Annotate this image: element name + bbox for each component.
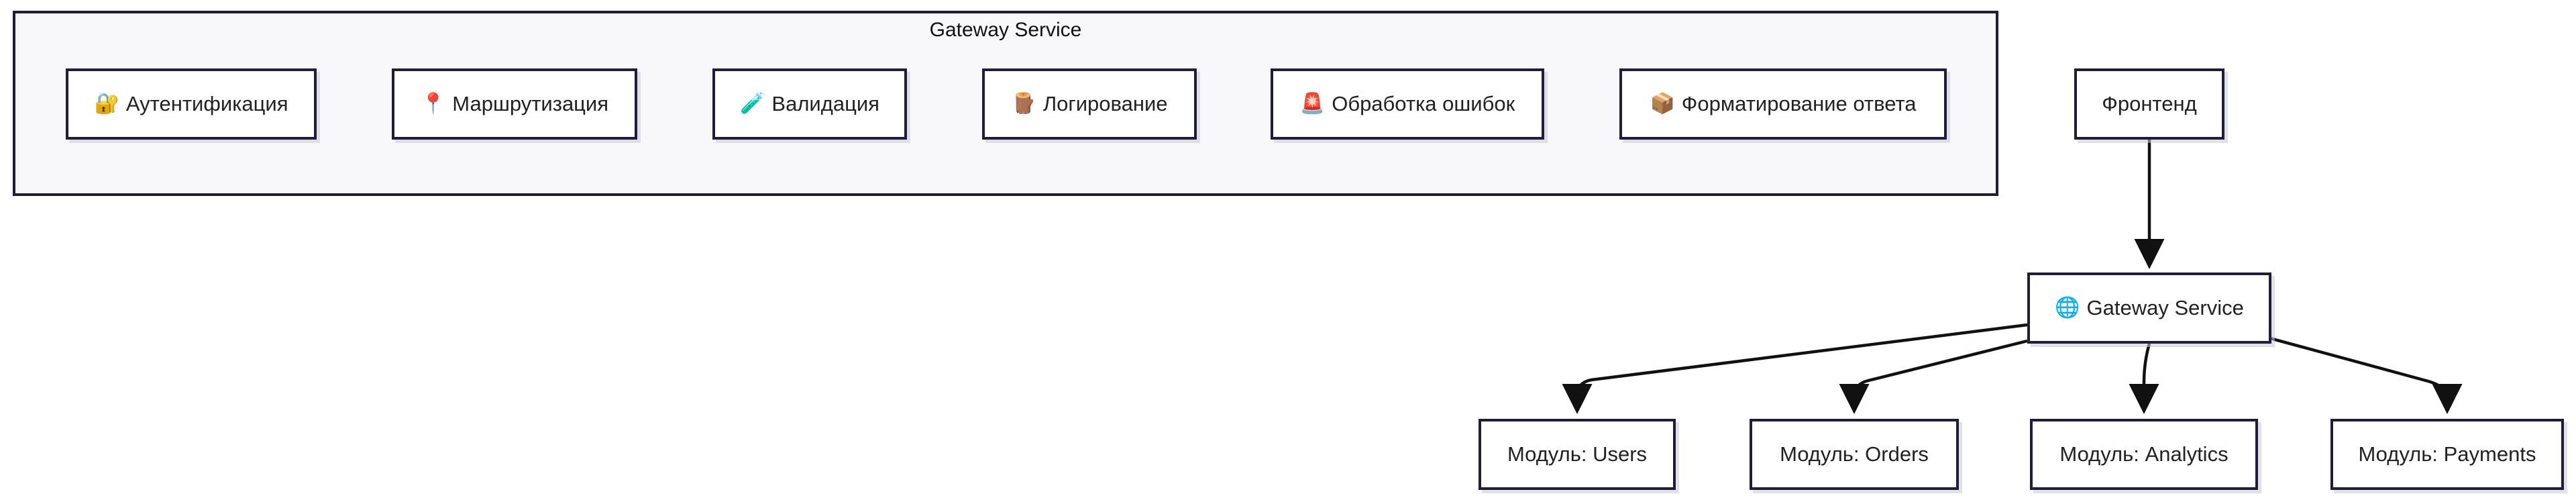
log-icon: 🪵 — [1011, 92, 1036, 115]
node-validation: 🧪 Валидация — [712, 68, 907, 140]
node-label: Логирование — [1042, 92, 1168, 115]
node-routing: 📍 Маршрутизация — [392, 68, 637, 140]
node-label: Форматирование ответа — [1681, 92, 1917, 115]
node-module-orders: Модуль: Orders — [1750, 419, 1959, 490]
node-label: Модуль: Orders — [1780, 442, 1929, 466]
edge-gateway-orders — [1839, 339, 2028, 414]
edge-gateway-analytics — [2129, 343, 2159, 414]
node-error-handling: 🚨 Обработка ошибок — [1271, 68, 1544, 140]
node-label: Обработка ошибок — [1332, 92, 1515, 115]
node-module-users: Модуль: Users — [1479, 419, 1676, 490]
node-module-analytics: Модуль: Analytics — [2030, 419, 2258, 490]
node-module-payments: Модуль: Payments — [2330, 419, 2564, 490]
node-label: Аутентификация — [125, 92, 288, 115]
package-icon: 📦 — [1650, 92, 1675, 115]
node-logging: 🪵 Логирование — [982, 68, 1197, 140]
test-tube-icon: 🧪 — [740, 92, 765, 115]
node-label: Модуль: Analytics — [2059, 442, 2229, 466]
node-label: Валидация — [771, 92, 879, 115]
lock-key-icon: 🔐 — [94, 92, 119, 115]
cluster-title: Gateway Service — [929, 19, 1082, 41]
siren-icon: 🚨 — [1299, 92, 1326, 115]
node-response-formatting: 📦 Форматирование ответа — [1619, 68, 1947, 140]
edge-gateway-payments — [2269, 336, 2463, 414]
node-gateway-service: 🌐 Gateway Service — [2027, 272, 2271, 344]
node-label: Маршрутизация — [452, 92, 609, 115]
globe-icon: 🌐 — [2055, 296, 2080, 319]
node-frontend: Фронтенд — [2074, 68, 2224, 140]
pin-icon: 📍 — [420, 92, 446, 115]
node-label: Модуль: Users — [1507, 442, 1648, 466]
node-label: Gateway Service — [2086, 296, 2244, 319]
node-label: Фронтенд — [2102, 92, 2197, 115]
node-authentication: 🔐 Аутентификация — [66, 68, 317, 140]
edge-gateway-users — [1562, 323, 2028, 414]
node-label: Модуль: Payments — [2358, 442, 2536, 466]
